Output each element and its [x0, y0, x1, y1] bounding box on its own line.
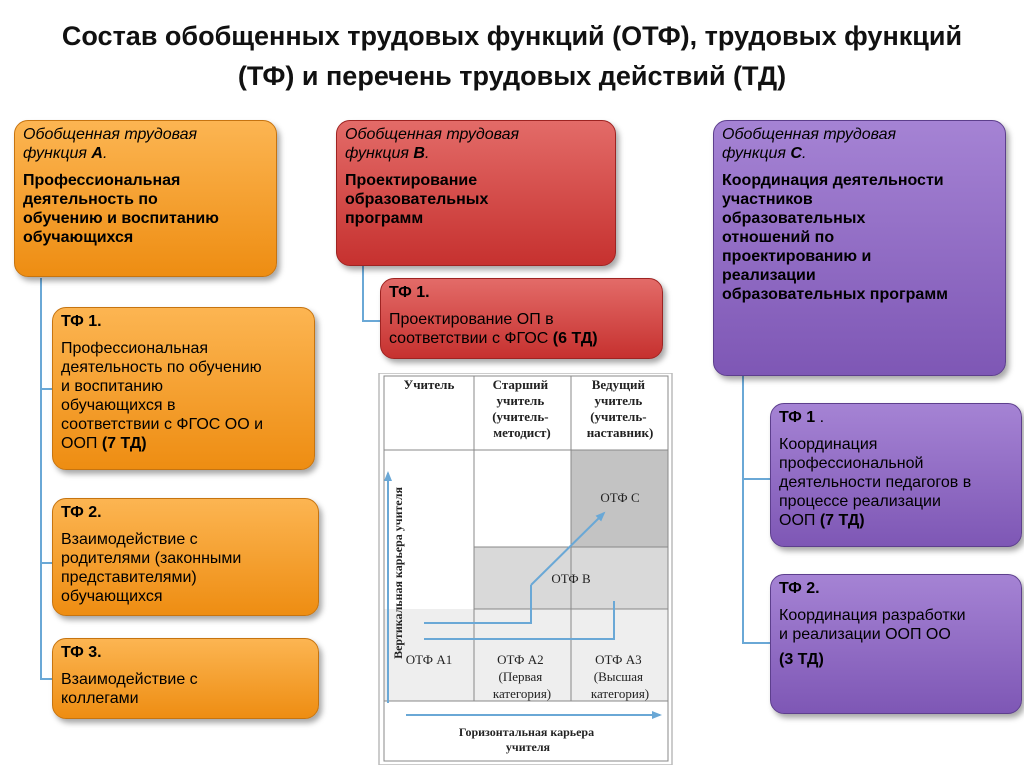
tf-b1-box: ТФ 1. Проектирование ОП в соответствии с… — [380, 278, 663, 359]
otf-c-letter: С — [790, 145, 802, 162]
title-line-1: Состав обобщенных трудовых функций (ОТФ)… — [61, 21, 963, 51]
otf-a-letter: А — [91, 145, 103, 162]
path-to-otf-c — [424, 601, 615, 640]
tf-c1-box: ТФ 1 . Координация профессиональной деят… — [770, 403, 1022, 547]
tf-c1-text: Координация профессиональной деятельност… — [779, 436, 972, 529]
grid-a3-label: ОТФ А3 (Высшая категория) — [591, 652, 649, 701]
tf-a3-box: ТФ 3. Взаимодействие с коллегами — [52, 638, 319, 719]
otf-a-box: Обобщенная трудовая функция А. Профессио… — [14, 120, 277, 277]
tf-a2-box: ТФ 2. Взаимодействие с родителями (закон… — [52, 498, 319, 616]
tf-a3-label: ТФ 3. — [61, 644, 102, 661]
path-to-otf-b — [424, 585, 532, 624]
otf-a-head: Обобщенная трудовая функция А. — [23, 126, 198, 162]
grid-header-lead: Ведущий учитель (учитель- наставник) — [587, 377, 654, 440]
tf-c1-td-count: (7 ТД) — [819, 512, 865, 529]
connector-c-tf2 — [742, 642, 770, 644]
tf-a1-td-count: (7 ТД) — [101, 435, 147, 452]
connector-c-tf1 — [742, 478, 770, 480]
grid-a2-label: ОТФ А2 (Первая категория) — [493, 652, 551, 701]
tf-c2-text: Координация разработки и реализации ООП … — [779, 607, 966, 643]
grid-header-teacher: Учитель — [404, 377, 455, 392]
connector-a-tf1 — [40, 388, 54, 390]
connector-b-tf1 — [362, 320, 380, 322]
tf-c2-td-count: (3 ТД) — [779, 651, 824, 668]
career-grid: Учитель Старший учитель (учитель- методи… — [378, 373, 673, 765]
tf-a2-text: Взаимодействие с родителями (законными п… — [61, 531, 242, 605]
grid-vertical-label: Вертикальная карьера учителя — [391, 487, 405, 659]
otf-c-box: Обобщенная трудовая функция С. Координац… — [713, 120, 1006, 376]
connector-a-vertical — [40, 278, 42, 680]
tf-b1-text: Проектирование ОП в соответствии с ФГОС … — [389, 311, 598, 347]
otf-b-head: Обобщенная трудовая функция В. — [345, 126, 520, 162]
title-line-2: (ТФ) и перечень трудовых действий (ТД) — [237, 61, 787, 91]
grid-header-senior: Старший учитель (учитель- методист) — [492, 377, 552, 440]
tf-b1-label: ТФ 1. — [389, 284, 430, 301]
connector-a-tf2 — [40, 562, 54, 564]
grid-horizontal-label: Горизонтальная карьера учителя — [459, 725, 597, 754]
connector-a-tf3 — [40, 678, 54, 680]
page-title: Состав обобщенных трудовых функций (ОТФ)… — [0, 16, 1024, 96]
otf-c-title: Координация деятельности участников обра… — [722, 172, 948, 303]
otf-b-letter: В — [413, 145, 425, 162]
otf-b-box: Обобщенная трудовая функция В. Проектиро… — [336, 120, 616, 266]
tf-a1-text: Профессиональная деятельность по обучени… — [61, 340, 264, 452]
tf-c2-label: ТФ 2. — [779, 580, 820, 597]
connector-c-vertical — [742, 376, 744, 644]
otf-b-title: Проектирование образовательных программ — [345, 172, 489, 227]
arrow-to-otf-c — [530, 511, 606, 586]
tf-a1-label: ТФ 1. — [61, 313, 102, 330]
tf-a3-text: Взаимодействие с коллегами — [61, 671, 198, 707]
otf-c-head: Обобщенная трудовая функция С. — [722, 126, 897, 162]
tf-c2-box: ТФ 2. Координация разработки и реализаци… — [770, 574, 1022, 714]
grid-otf-c-label: ОТФ С — [600, 490, 639, 505]
tf-a2-label: ТФ 2. — [61, 504, 102, 521]
grid-a1-label: ОТФ А1 — [406, 652, 452, 667]
grid-row-a — [384, 609, 668, 701]
tf-a1-box: ТФ 1. Профессиональная деятельность по о… — [52, 307, 315, 470]
tf-b1-td-count: (6 ТД) — [552, 330, 598, 347]
grid-lines — [383, 375, 669, 762]
otf-a-title: Профессиональная деятельность по обучени… — [23, 172, 219, 246]
connector-b-vertical — [362, 266, 364, 322]
tf-c1-label: ТФ 1 . — [779, 409, 825, 426]
grid-otf-b-label: ОТФ В — [551, 571, 591, 586]
